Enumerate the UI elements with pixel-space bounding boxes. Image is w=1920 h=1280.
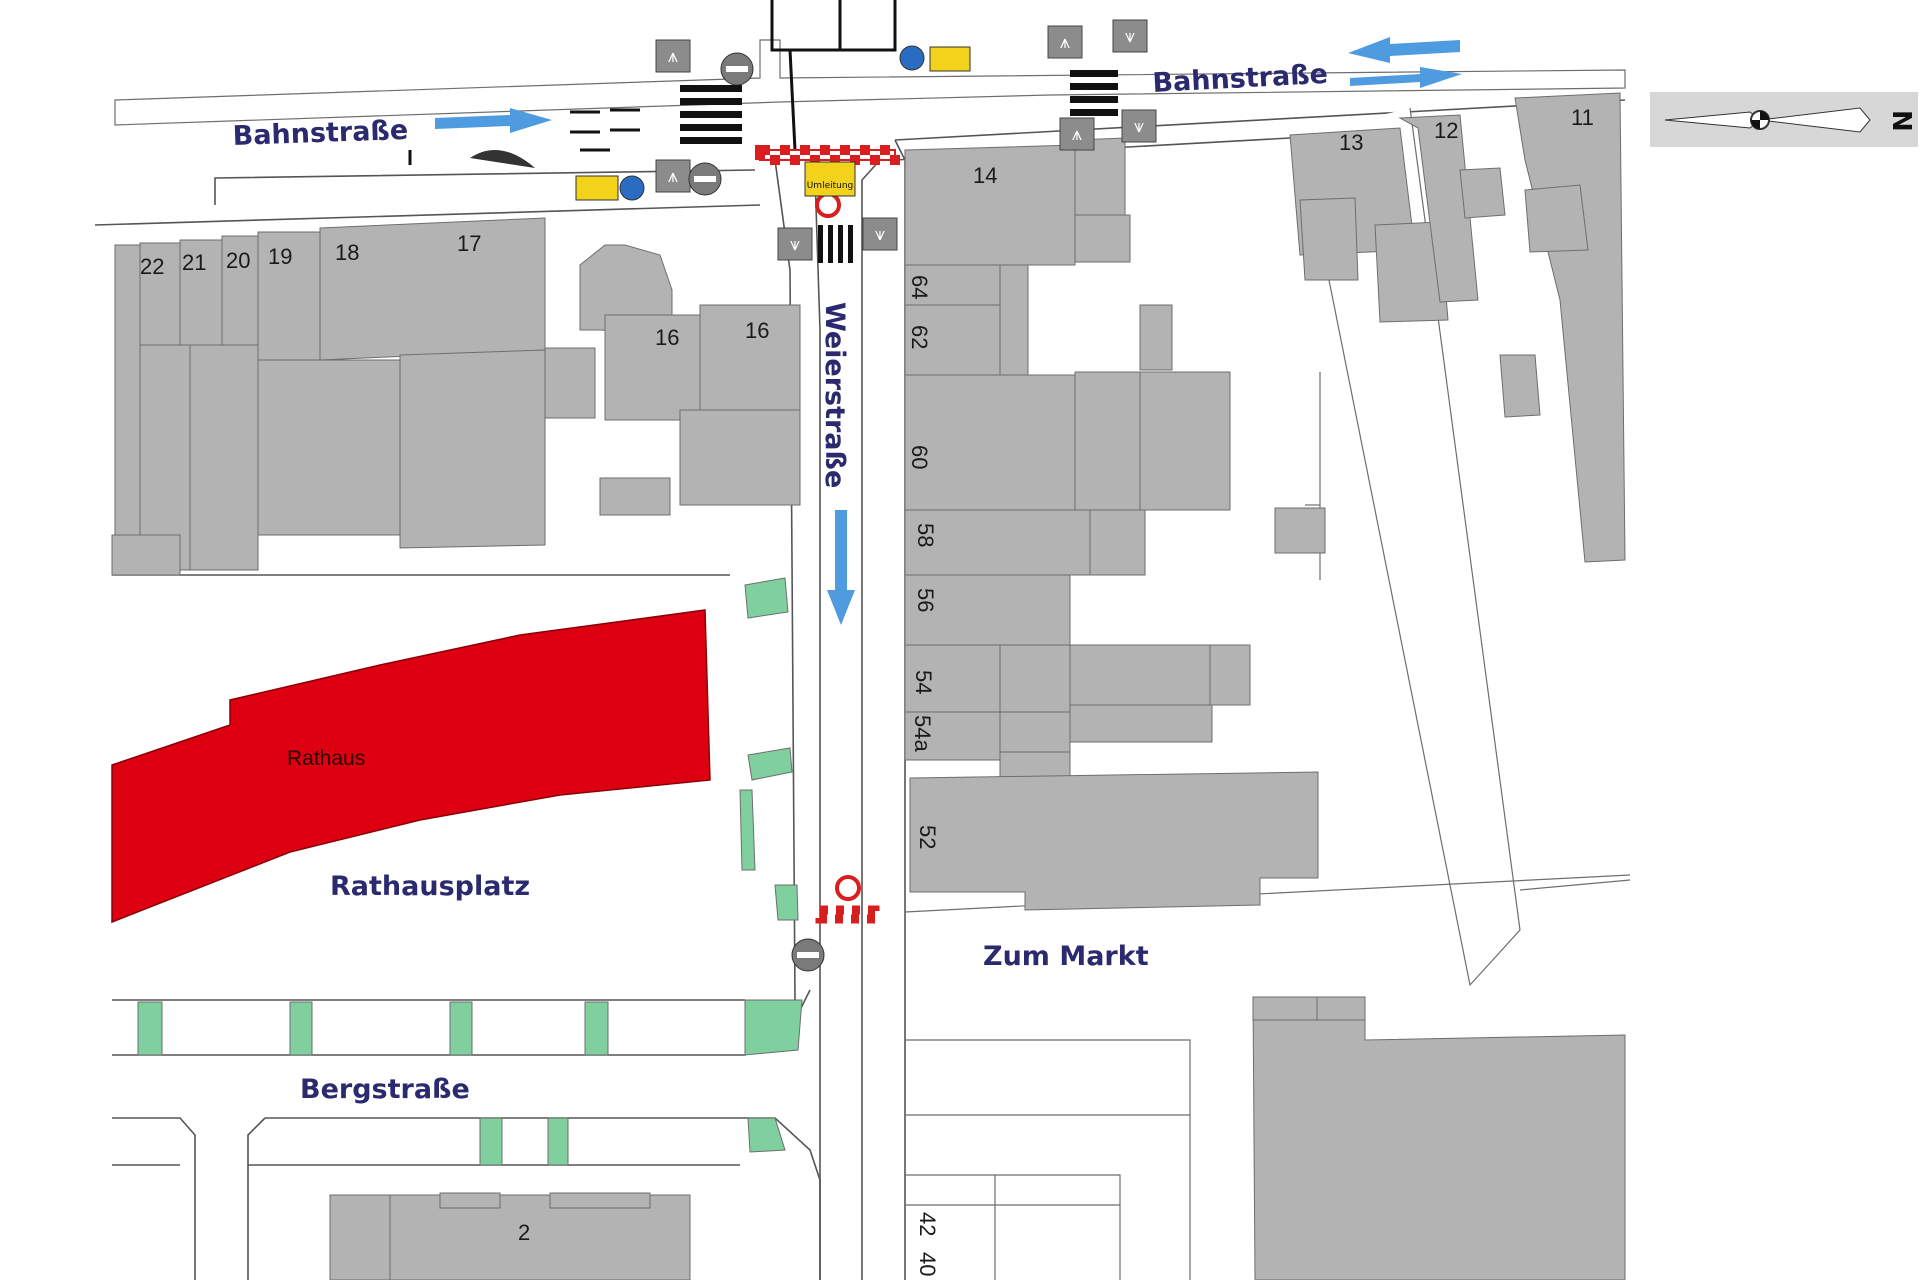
building-52 <box>909 771 1319 911</box>
house-number-21: 21 <box>182 250 206 275</box>
buildings <box>111 92 1626 1280</box>
detour-label: Umleitung <box>807 181 854 191</box>
road-closed-sign-icon <box>815 192 861 901</box>
rathaus-building <box>111 609 711 924</box>
building-12 <box>1398 114 1479 303</box>
street-label-bahnstrasse-east: Bahnstraße <box>1152 59 1329 99</box>
lane-markings <box>408 108 640 165</box>
arrow-bahnstrasse-west-icon <box>1348 37 1460 63</box>
svg-text:⩚: ⩚ <box>668 46 678 66</box>
house-number-60: 60 <box>907 445 932 469</box>
pedestrian-crossing-sign-icon: ⩚ ⩚ ⩛ ⩛ ⩚ ⩛ ⩚ ⩛ <box>655 19 1157 261</box>
house-number-62: 62 <box>907 325 932 349</box>
house-number-12: 12 <box>1434 118 1458 143</box>
street-label-bahnstrasse-west: Bahnstraße <box>232 115 408 152</box>
house-number-20: 20 <box>226 248 250 273</box>
svg-text:⩛: ⩛ <box>1125 26 1135 46</box>
house-number-40: 40 <box>915 1252 940 1276</box>
house-number-17: 17 <box>457 231 481 256</box>
traffic-signs[interactable]: ⩚ ⩚ ⩛ ⩛ ⩚ ⩛ ⩚ ⩛ <box>575 19 1157 972</box>
arrow-bahnstrasse-east2-icon <box>1350 67 1462 88</box>
svg-text:⩚: ⩚ <box>1060 32 1070 52</box>
house-number-18: 18 <box>335 240 359 265</box>
svg-text:⩛: ⩛ <box>875 224 885 244</box>
no-entry-sign-icon <box>688 52 825 972</box>
svg-text:⩛: ⩛ <box>790 234 800 254</box>
detour-sign-icon: Umleitung <box>804 161 856 197</box>
traffic-island <box>470 150 535 168</box>
house-number-2: 2 <box>518 1220 530 1245</box>
house-number-64: 64 <box>907 275 932 299</box>
svg-text:⩛: ⩛ <box>1134 116 1144 136</box>
traffic-poles <box>770 0 897 151</box>
house-number-19: 19 <box>268 244 292 269</box>
svg-text:⩚: ⩚ <box>668 166 678 186</box>
house-number-16a: 16 <box>655 325 679 350</box>
direction-sign-icon <box>575 45 971 201</box>
crosswalks <box>680 70 1118 263</box>
street-label-rathausplatz: Rathausplatz <box>330 871 530 902</box>
house-number-13: 13 <box>1339 130 1363 155</box>
building-11 <box>1514 92 1626 563</box>
street-label-weierstrasse: Weierstraße <box>819 302 850 488</box>
house-number-56: 56 <box>913 588 938 612</box>
arrow-bahnstrasse-east-icon <box>435 108 552 133</box>
arrow-weierstrasse-south-icon <box>827 510 855 625</box>
house-number-54a: 54a <box>910 715 935 752</box>
house-number-58: 58 <box>913 523 938 547</box>
building-14 <box>904 144 1076 266</box>
street-label-bergstrasse: Bergstraße <box>300 1074 470 1105</box>
house-number-11: 11 <box>1571 105 1594 130</box>
compass-north-label: N <box>1886 110 1916 132</box>
house-number-54: 54 <box>911 670 936 694</box>
house-number-22: 22 <box>140 254 164 279</box>
rathaus-label: Rathaus <box>287 747 365 770</box>
building-22 <box>114 244 141 576</box>
house-number-42: 42 <box>915 1212 940 1236</box>
road-barrier-icon <box>755 145 900 924</box>
building-16a <box>604 314 701 421</box>
house-number-14: 14 <box>973 163 997 188</box>
house-number-52: 52 <box>915 825 940 849</box>
direction-arrows <box>435 37 1462 625</box>
building-60 <box>904 374 1076 511</box>
house-numbers: 22 21 20 19 18 17 16 16 14 13 12 11 64 6… <box>140 105 1594 1276</box>
street-label-zum-markt: Zum Markt <box>983 941 1149 972</box>
house-number-16b: 16 <box>745 318 769 343</box>
green-areas <box>137 577 803 1166</box>
svg-text:⩚: ⩚ <box>1072 124 1082 144</box>
compass-north-arrow-icon: N <box>1650 92 1918 147</box>
